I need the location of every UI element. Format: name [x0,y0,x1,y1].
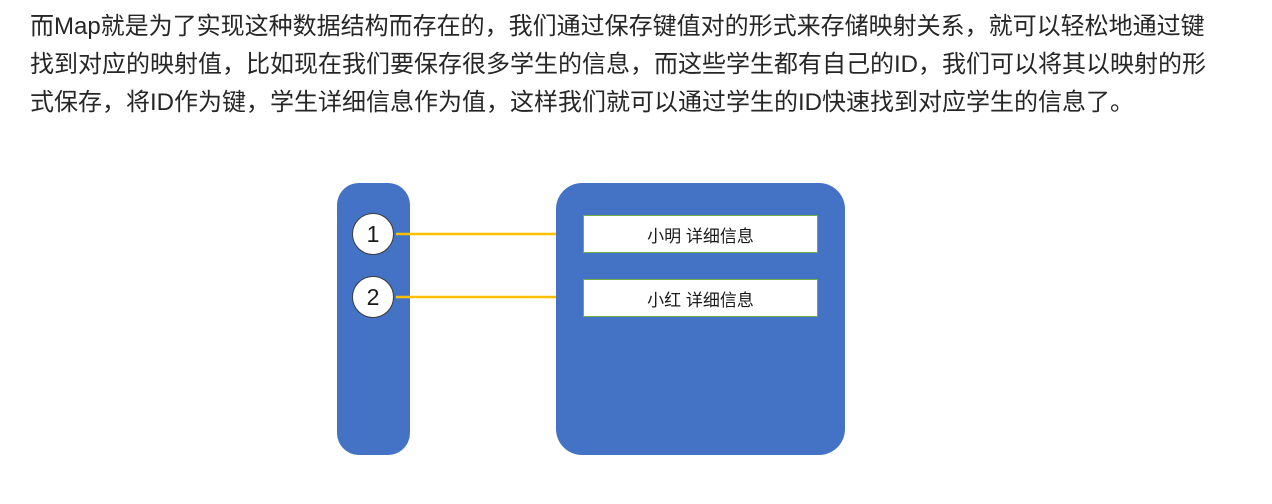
key-circle-1: 1 [352,213,394,255]
key-circle-2: 2 [352,276,394,318]
value-box-1: 小明 详细信息 [583,215,818,253]
intro-paragraph: 而Map就是为了实现这种数据结构而存在的，我们通过保存键值对的形式来存储映射关系… [30,8,1206,122]
value-2-label: 小红 详细信息 [647,290,754,310]
key-2-label: 2 [366,283,380,310]
mapping-arrows [396,224,579,307]
value-1-label: 小明 详细信息 [647,226,754,246]
paragraph-line-2: 找到对应的映射值，比如现在我们要保存很多学生的信息，而这些学生都有自己的ID，我… [30,51,1206,78]
paragraph-line-3: 式保存，将ID作为键，学生详细信息作为值，这样我们就可以通过学生的ID快速找到对… [30,89,1134,116]
paragraph-line-1: 而Map就是为了实现这种数据结构而存在的，我们通过保存键值对的形式来存储映射关系… [30,13,1205,40]
map-values-container: 小明 详细信息 小红 详细信息 [556,183,845,455]
key-1-label: 1 [366,220,380,247]
map-keys-container: 1 2 [337,183,410,455]
value-box-2: 小红 详细信息 [583,279,818,317]
